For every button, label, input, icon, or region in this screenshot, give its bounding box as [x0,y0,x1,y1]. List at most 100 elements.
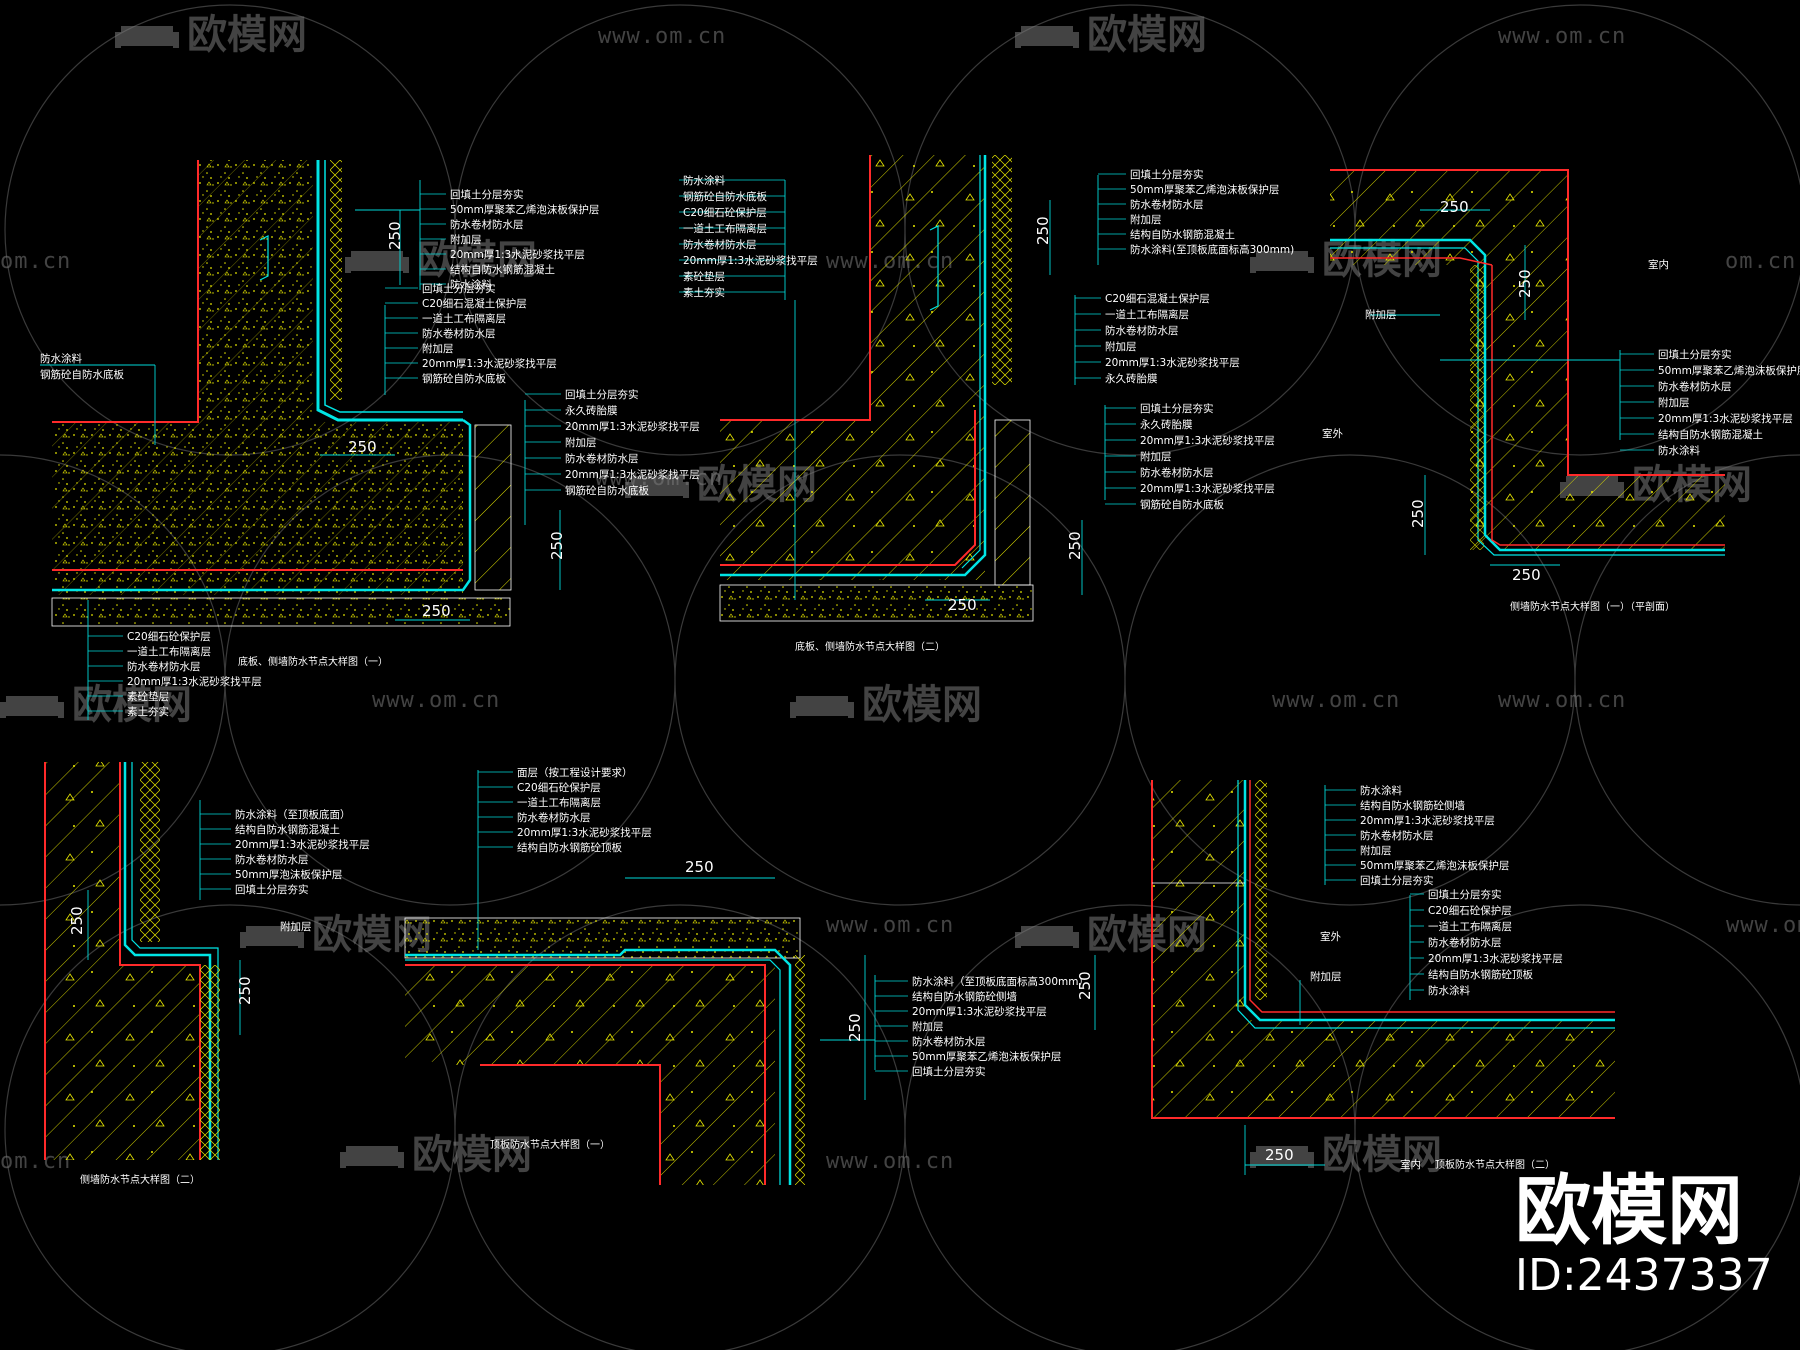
room-outside-label: 室外 [1322,427,1344,440]
layer-label: 20mm厚1:3水泥砂浆找平层 [422,357,557,370]
dim-label: 250 [68,906,86,935]
detail-3: 250 250 250 250 室内 室外 附加层 回填土分层夯实50mm厚聚苯… [1322,169,1800,613]
dim-label: 250 [348,438,377,456]
watermark-circle [1574,454,1800,906]
detail-2-labels-right: 回填土分层夯实永久砖胎膜20mm厚1:3水泥砂浆找平层附加层防水卷材防水层20m… [1105,402,1275,511]
layer-label: 50mm厚聚苯乙烯泡沫板保护层 [912,1050,1061,1063]
layer-label: 防水卷材防水层 [422,327,496,340]
layer-label: 防水涂料 [40,352,82,365]
watermark-url: www.om.cn [372,688,500,713]
brand-block: 欧模网 ID:2437337 [1515,1166,1773,1301]
detail-6-labels-mid: 回填土分层夯实C20细石砼保护层一道土工布隔离层防水卷材防水层20mm厚1:3水… [1410,888,1563,997]
layer-label: 防水涂料 [1360,784,1402,797]
sofa-icon [1015,926,1079,948]
detail-5: 250 250 面层（按工程设计要求）C20细石砼保护层一道土工布隔离层防水卷材… [404,766,1089,1185]
layer-label: 结构自防水钢筋混凝土 [450,263,555,276]
layer-label: 附加层 [1140,450,1172,463]
sofa-icon [790,696,854,718]
layer-label: 50mm厚聚苯乙烯泡沫板保护层 [1130,183,1279,196]
layer-label: 回填土分层夯实 [450,188,524,201]
layer-label: 50mm厚聚苯乙烯泡沫板保护层 [450,203,599,216]
detail-1-labels-mid: 回填土分层夯实C20细石混凝土保护层一道土工布隔离层防水卷材防水层附加层20mm… [385,282,557,385]
watermark-url: www.om.cn [1272,688,1400,713]
layer-label: 结构自防水钢筋混凝土 [235,823,340,836]
watermark-url: om.cn [1725,249,1796,274]
layer-label: C20细石混凝土保护层 [1105,292,1210,305]
brand-id: ID:2437337 [1515,1250,1773,1301]
layer-label: 钢筋砼自防水底板 [1140,498,1224,511]
detail-6-labels-top: 防水涂料结构自防水钢筋砼侧墙20mm厚1:3水泥砂浆找平层防水卷材防水层附加层5… [1325,784,1509,887]
layer-label: 20mm厚1:3水泥砂浆找平层 [912,1005,1047,1018]
detail-6: 250 250 室外 室内 附加层 防水涂料结构自防水钢筋砼侧墙20mm厚1:3… [1076,780,1615,1175]
detail-1: 250 250 250 250 回填土分层夯实50mm厚聚苯乙烯泡沫板保护层防水… [40,160,700,720]
dim-label: 250 [1409,499,1427,528]
layer-label: 素土夯实 [127,705,169,718]
dim-label: 250 [1512,566,1541,584]
layer-label: 附加层 [912,1020,944,1033]
layer-label: 防水卷材防水层 [683,238,757,251]
layer-label: 结构自防水钢筋砼顶板 [1428,968,1533,981]
layer-label: 回填土分层夯实 [1130,168,1204,181]
layer-label: C20细石混凝土保护层 [422,297,527,310]
layer-label: 素土夯实 [683,286,725,299]
layer-label: 防水涂料（至顶板底面） [235,808,351,821]
layer-label: 一道土工布隔离层 [127,645,211,658]
sofa-icon [0,696,64,718]
layer-label: 钢筋砼自防水底板 [40,368,124,381]
layer-label: 20mm厚1:3水泥砂浆找平层 [235,838,370,851]
dim-label: 250 [1265,1146,1294,1164]
layer-label: 20mm厚1:3水泥砂浆找平层 [1105,356,1240,369]
layer-label: 一道土工布隔离层 [683,222,767,235]
layer-label: 一道土工布隔离层 [1105,308,1189,321]
room-inside-label: 室内 [1648,258,1669,271]
layer-label: 20mm厚1:3水泥砂浆找平层 [127,675,262,688]
dim-label: 250 [422,602,451,620]
sofa-icon [345,251,409,273]
layer-label: 50mm厚聚苯乙烯泡沫板保护层 [1360,859,1509,872]
watermark-circles [0,4,1800,1350]
additional-layer-label: 附加层 [1365,308,1397,321]
layer-label: 防水涂料 [450,278,492,291]
layer-label: 回填土分层夯实 [565,388,639,401]
watermark-url: www.om.cn [1498,688,1626,713]
layer-label: 钢筋砼自防水底板 [683,190,767,203]
dim-label: 250 [1076,971,1094,1000]
detail-2-labels-left: 防水涂料钢筋砼自防水底板C20细石砼保护层一道土工布隔离层防水卷材防水层20mm… [679,174,818,299]
room-outside-label: 室外 [1320,930,1342,943]
layer-label: 钢筋砼自防水底板 [565,484,649,497]
sofa-icon [115,26,179,48]
layer-label: 防水卷材防水层 [235,853,309,866]
layer-label: 结构自防水钢筋混凝土 [1130,228,1235,241]
detail-1-dimensions [320,210,561,621]
dim-label: 250 [1034,216,1052,245]
layer-label: 防水卷材防水层 [912,1035,986,1048]
dim-label: 250 [236,976,254,1005]
layer-label: 防水涂料 [1658,444,1700,457]
detail-5-labels-right: 防水涂料（至顶板底面标高300mm）结构自防水钢筋砼侧墙20mm厚1:3水泥砂浆… [875,975,1089,1078]
layer-label: 一道土工布隔离层 [1428,920,1512,933]
layer-label: 20mm厚1:3水泥砂浆找平层 [565,468,700,481]
layer-label: 防水涂料 [683,174,725,187]
layer-label: 防水涂料(至顶板底面标高300mm) [1130,243,1294,256]
room-inside-label: 室内 [1400,1158,1421,1171]
watermark-text: 欧模网 [862,682,982,728]
layer-label: 一道土工布隔离层 [517,796,601,809]
layer-label: 结构自防水钢筋砼侧墙 [1360,799,1465,812]
sofa-icon [1015,26,1079,48]
dim-label: 250 [548,531,566,560]
detail-1-labels-top: 回填土分层夯实50mm厚聚苯乙烯泡沫板保护层防水卷材防水层附加层20mm厚1:3… [420,188,599,291]
layer-label: 附加层 [1105,340,1137,353]
layer-label: 20mm厚1:3水泥砂浆找平层 [1428,952,1563,965]
layer-label: 防水卷材防水层 [1105,324,1179,337]
layer-label: 附加层 [450,233,482,246]
layer-label: 防水卷材防水层 [1140,466,1214,479]
watermark-text: 欧模网 [187,12,307,58]
additional-layer-label: 附加层 [280,920,312,933]
watermark-url: www.om.cn [826,913,954,938]
dim-label: 250 [685,858,714,876]
layer-label: C20细石砼保护层 [127,630,211,643]
watermark-url: www.om.cn [598,24,726,49]
